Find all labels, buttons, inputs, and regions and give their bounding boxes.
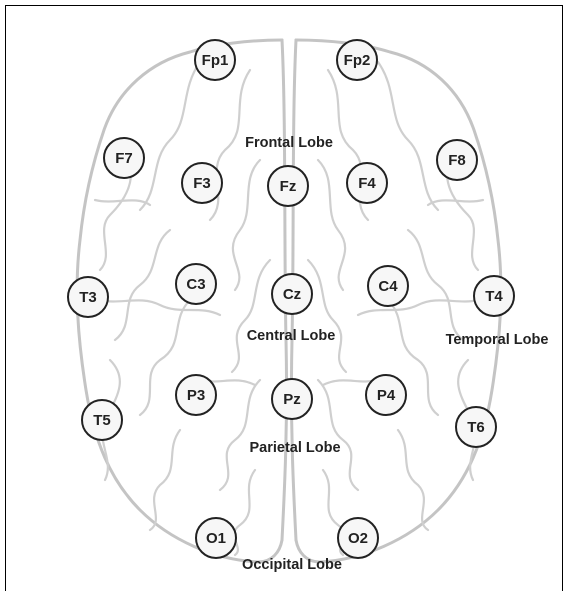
electrode-c4: C4	[367, 265, 409, 307]
electrode-pz: Pz	[271, 378, 313, 420]
frontal-lobe-label: Frontal Lobe	[245, 135, 333, 151]
electrode-f3: F3	[181, 162, 223, 204]
electrode-f4-label: F4	[358, 174, 376, 192]
electrode-pz-label: Pz	[283, 390, 301, 408]
electrode-f3-label: F3	[193, 174, 211, 192]
electrode-o2: O2	[337, 517, 379, 559]
electrode-fz: Fz	[267, 165, 309, 207]
electrode-fz-label: Fz	[279, 177, 297, 195]
electrode-c3-label: C3	[186, 275, 206, 293]
electrode-p3: P3	[175, 374, 217, 416]
electrode-fp2: Fp2	[336, 39, 378, 81]
electrode-p4-label: P4	[376, 386, 396, 404]
electrode-t4: T4	[473, 275, 515, 317]
electrode-f8-label: F8	[448, 151, 466, 169]
electrode-f7-label: F7	[115, 149, 133, 167]
electrode-o2-label: O2	[347, 529, 368, 547]
electrode-f4: F4	[346, 162, 388, 204]
electrode-t3-label: T3	[79, 288, 97, 306]
electrode-t6: T6	[455, 406, 497, 448]
electrode-fp2-label: Fp2	[343, 51, 371, 69]
electrode-fp1-label: Fp1	[201, 51, 229, 69]
electrode-p3-label: P3	[186, 386, 206, 404]
electrode-t5: T5	[81, 399, 123, 441]
electrode-p4: P4	[365, 374, 407, 416]
electrode-f7: F7	[103, 137, 145, 179]
occipital-lobe-label: Occipital Lobe	[242, 557, 342, 573]
longitudinal-fissure	[280, 38, 298, 542]
electrode-t6-label: T6	[467, 418, 485, 436]
electrode-o1: O1	[195, 517, 237, 559]
parietal-lobe-label: Parietal Lobe	[249, 440, 341, 456]
electrode-t4-label: T4	[485, 287, 503, 305]
electrode-t5-label: T5	[93, 411, 111, 429]
electrode-fp1: Fp1	[194, 39, 236, 81]
electrode-c3: C3	[175, 263, 217, 305]
electrode-cz: Cz	[271, 273, 313, 315]
temporal-lobe-label: Temporal Lobe	[445, 332, 549, 348]
electrode-c4-label: C4	[378, 277, 398, 295]
central-lobe-label: Central Lobe	[246, 328, 336, 344]
electrode-f8: F8	[436, 139, 478, 181]
electrode-o1-label: O1	[205, 529, 226, 547]
figure-frame	[5, 5, 563, 591]
electrode-cz-label: Cz	[282, 285, 302, 303]
electrode-t3: T3	[67, 276, 109, 318]
